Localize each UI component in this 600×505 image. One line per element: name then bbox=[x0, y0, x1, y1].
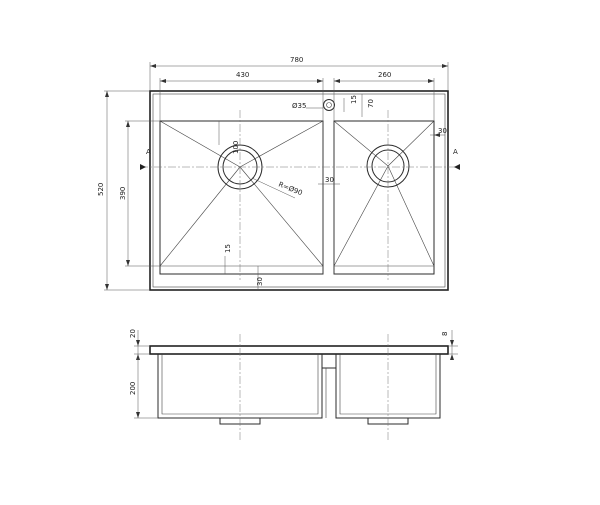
dim-bowl-height: 200 bbox=[129, 382, 137, 395]
dim-front-ledge: 15 bbox=[224, 244, 232, 253]
dim-rim-thickness: 8 bbox=[441, 332, 449, 336]
dim-drain-offset: 100 bbox=[232, 141, 240, 154]
dimension-lines: 780 430 260 520 390 Ø35 15 bbox=[97, 56, 449, 291]
dim-drain-diameter: R=Ø90 bbox=[277, 180, 303, 197]
tap-hole bbox=[323, 99, 335, 111]
section-view bbox=[149, 334, 449, 440]
dim-tap-hole-offset-a: 15 bbox=[350, 95, 358, 104]
dim-tap-hole-offset-b: 70 bbox=[367, 99, 375, 108]
dim-top-thickness: 20 bbox=[129, 329, 137, 338]
section-arrow-right bbox=[454, 164, 460, 170]
dim-divider-width: 30 bbox=[325, 176, 334, 184]
dim-overall-depth: 520 bbox=[97, 183, 105, 196]
sink-outline-inner-edge bbox=[152, 93, 446, 288]
top-view: A A bbox=[140, 90, 460, 291]
dim-left-bowl-width: 430 bbox=[236, 71, 249, 79]
left-bowl bbox=[159, 120, 324, 275]
section-label-right: A bbox=[453, 148, 458, 156]
dim-right-bowl-width: 260 bbox=[378, 71, 391, 79]
dim-front-margin: 30 bbox=[256, 277, 264, 286]
section-divider bbox=[322, 367, 337, 418]
section-label-left: A bbox=[146, 148, 151, 156]
tap-hole-inner bbox=[326, 102, 332, 108]
dim-overall-width: 780 bbox=[290, 56, 303, 64]
section-top-plate bbox=[149, 345, 449, 355]
section-dimension-lines: 20 8 200 bbox=[129, 329, 458, 419]
section-arrow-left bbox=[140, 164, 146, 170]
right-bowl bbox=[333, 120, 435, 275]
dim-side-margin: 30 bbox=[438, 127, 447, 135]
dim-bowl-depth: 390 bbox=[119, 187, 127, 200]
sink-outline-top bbox=[149, 90, 449, 291]
dim-tap-hole-diameter: Ø35 bbox=[292, 102, 306, 110]
